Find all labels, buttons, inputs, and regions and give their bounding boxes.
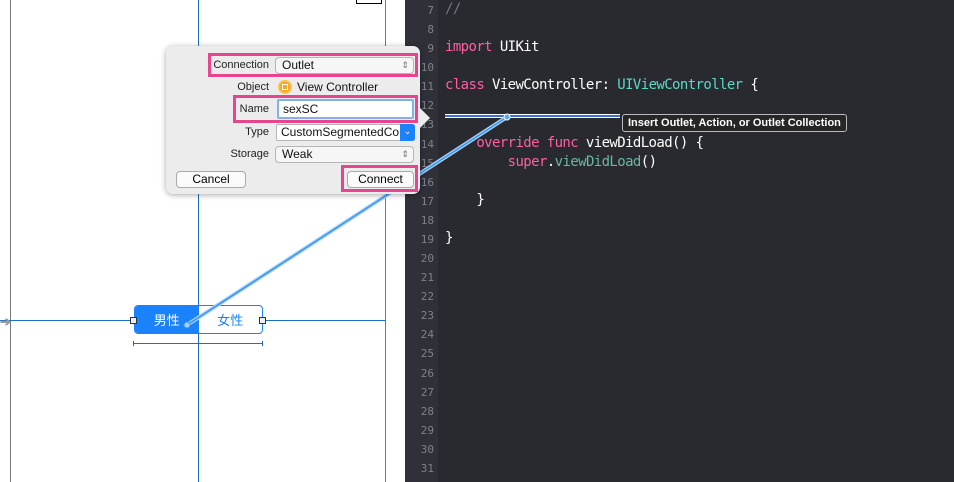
code-token: override func bbox=[445, 134, 579, 151]
segment-male[interactable]: 男性 bbox=[135, 306, 199, 333]
line-number: 27 bbox=[420, 385, 434, 399]
name-label: Name bbox=[239, 103, 269, 115]
type-label: Type bbox=[245, 126, 269, 138]
chevron-down-icon[interactable]: ⌄ bbox=[400, 124, 415, 141]
width-constraint bbox=[133, 341, 263, 346]
line-number: 16 bbox=[420, 175, 434, 189]
code-token: . bbox=[546, 153, 555, 170]
code-token: } bbox=[445, 229, 453, 246]
connection-label: Connection bbox=[213, 59, 269, 71]
name-input[interactable]: sexSC bbox=[277, 99, 414, 119]
storage-select[interactable]: Weak ⇕ bbox=[275, 146, 414, 163]
highlight-connect bbox=[341, 165, 418, 192]
line-number: 23 bbox=[420, 309, 434, 323]
code-token: viewDidLoad() { bbox=[578, 134, 704, 151]
line-number: 29 bbox=[420, 423, 434, 437]
view-controller-icon bbox=[278, 80, 292, 94]
code-line[interactable]: super.viewDidLoad() bbox=[445, 153, 657, 170]
type-combobox[interactable]: CustomSegmentedCo⌄ bbox=[276, 124, 415, 141]
code-token: import bbox=[445, 39, 493, 56]
line-number: 25 bbox=[420, 347, 434, 361]
line-number: 26 bbox=[420, 366, 434, 380]
code-token: super bbox=[445, 153, 548, 170]
object-value: View Controller bbox=[297, 80, 379, 94]
code-token: } bbox=[445, 191, 485, 208]
line-number: 21 bbox=[420, 271, 434, 285]
connect-button[interactable]: Connect bbox=[347, 171, 414, 188]
connection-start-dot bbox=[183, 321, 191, 329]
connection-value: Outlet bbox=[282, 58, 315, 72]
line-number: 18 bbox=[420, 213, 434, 227]
code-token: { bbox=[742, 77, 759, 94]
connection-end-dot bbox=[503, 113, 511, 121]
line-number: 11 bbox=[420, 80, 434, 94]
code-token: viewDidLoad bbox=[554, 153, 642, 170]
code-line[interactable]: override func viewDidLoad() { bbox=[445, 134, 704, 151]
line-number: 19 bbox=[420, 232, 434, 246]
connection-select[interactable]: Outlet ⇕ bbox=[275, 57, 414, 74]
highlight-connection bbox=[208, 53, 418, 77]
resize-handle-right[interactable] bbox=[259, 317, 266, 324]
line-number: 17 bbox=[420, 194, 434, 208]
popover-arrow bbox=[420, 108, 430, 128]
cancel-button[interactable]: Cancel bbox=[176, 171, 246, 188]
code-token: class bbox=[445, 77, 485, 94]
stepper-icon: ⇕ bbox=[401, 60, 409, 70]
code-token: UIViewController bbox=[617, 77, 743, 94]
code-line[interactable]: // bbox=[445, 1, 461, 17]
resize-handle-left[interactable] bbox=[130, 317, 137, 324]
line-number: 9 bbox=[427, 42, 434, 56]
code-line[interactable]: import UIKit bbox=[445, 39, 540, 56]
code-token: ViewController: bbox=[484, 77, 618, 94]
segment-female[interactable]: 女性 bbox=[217, 313, 244, 328]
code-token: UIKit bbox=[491, 39, 540, 56]
code-token: // bbox=[445, 1, 461, 17]
line-number: 10 bbox=[420, 61, 434, 75]
line-number: 7 bbox=[427, 4, 434, 17]
code-line[interactable]: } bbox=[445, 192, 484, 208]
view-edge-left bbox=[10, 0, 11, 482]
type-value: CustomSegmentedCo bbox=[281, 125, 400, 139]
line-number: 30 bbox=[420, 442, 434, 456]
line-number: 20 bbox=[420, 252, 434, 266]
entry-arrow-icon: ➔ bbox=[0, 314, 11, 329]
view-corner bbox=[356, 0, 382, 4]
line-number: 22 bbox=[420, 290, 434, 304]
line-number: 14 bbox=[420, 137, 434, 151]
storage-value: Weak bbox=[282, 147, 313, 161]
object-label: Object bbox=[237, 81, 269, 93]
highlight-name bbox=[233, 95, 418, 123]
center-guide-vertical bbox=[198, 0, 199, 482]
insert-outlet-tooltip: Insert Outlet, Action, or Outlet Collect… bbox=[622, 114, 847, 132]
code-line[interactable]: } bbox=[445, 230, 453, 246]
code-token: () bbox=[640, 153, 657, 170]
storage-label: Storage bbox=[230, 148, 269, 160]
line-number: 28 bbox=[420, 404, 434, 418]
code-line[interactable]: class ViewController: UIViewController { bbox=[445, 77, 759, 94]
line-number: 31 bbox=[420, 461, 434, 475]
outlet-connection-popover: Connection Outlet ⇕ Object View Controlle… bbox=[166, 46, 430, 194]
view-edge-right bbox=[385, 0, 386, 482]
line-number: 8 bbox=[427, 23, 434, 37]
stepper-icon: ⇕ bbox=[401, 149, 409, 159]
segmented-control[interactable]: 男性 女性 bbox=[134, 305, 263, 334]
line-number: 24 bbox=[420, 328, 434, 342]
